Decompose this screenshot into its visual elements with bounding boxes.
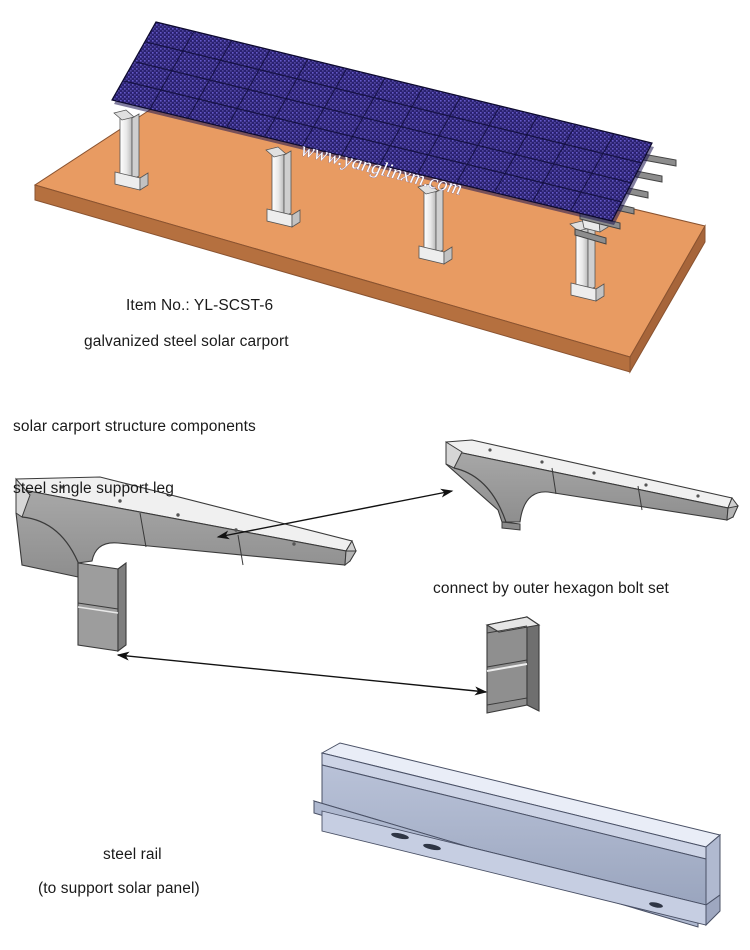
item-number-label: Item No.: YL-SCST-6	[126, 297, 274, 314]
support-posts	[114, 113, 605, 302]
cantilever-beam-figure	[445, 439, 739, 531]
post-segment-figure	[485, 615, 541, 714]
connector-arrows	[116, 488, 488, 696]
steel-rail-sub-label: (to support solar panel)	[38, 880, 200, 897]
ground-slab	[33, 97, 706, 374]
bolt-set-label: connect by outer hexagon bolt set	[433, 580, 669, 597]
steel-rail-label: steel rail	[103, 846, 162, 863]
support-leg-label: steel single support leg	[13, 480, 174, 497]
product-description-label: galvanized steel solar carport	[84, 333, 289, 350]
arrow-leg-to-beam	[216, 488, 454, 540]
rail-slot-holes	[391, 832, 663, 908]
arrow-leg-to-post	[116, 651, 488, 696]
components-heading-label: solar carport structure components	[13, 418, 256, 435]
steel-rail-figure	[312, 742, 722, 928]
solar-carport-assembly-figure: www.yanglinxm.com	[33, 21, 706, 374]
